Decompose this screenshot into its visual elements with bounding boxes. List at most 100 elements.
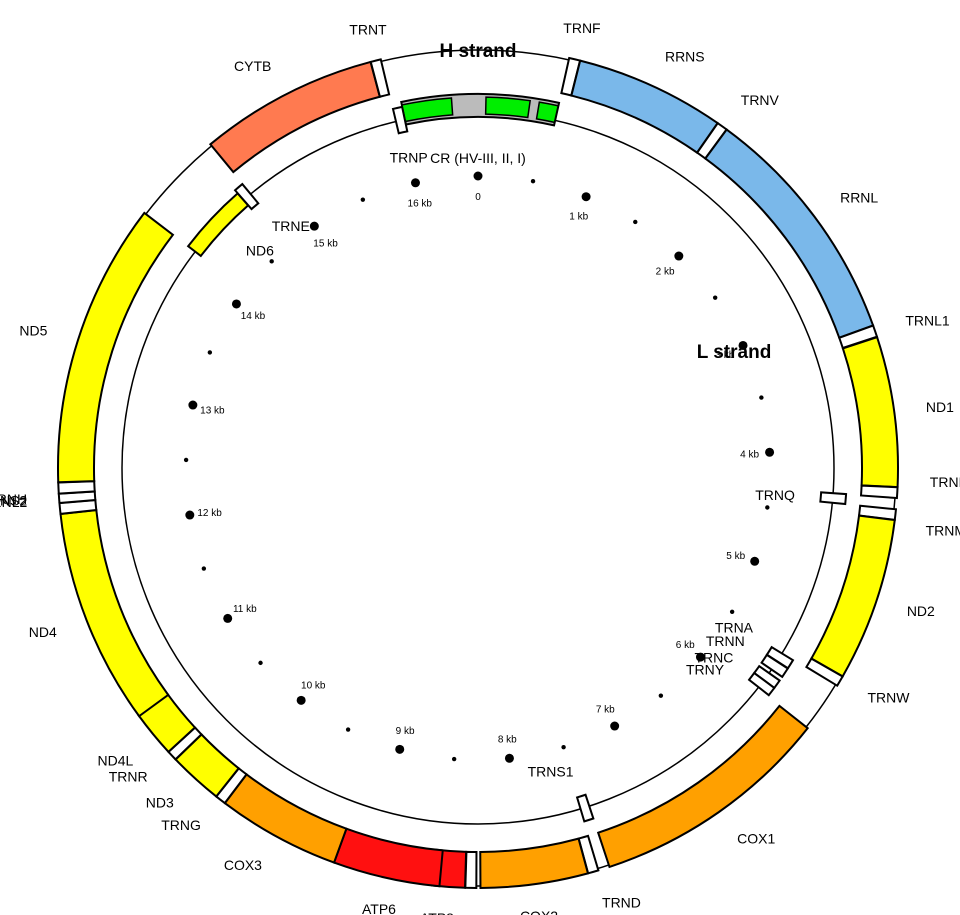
kb-tick-major	[410, 178, 420, 188]
gene-label-trnl1: TRNL1	[905, 313, 950, 329]
gene-label-cox2: COX2	[520, 908, 558, 915]
kb-label: 8 kb	[498, 734, 517, 745]
gene-label-trnr: TRNR	[109, 768, 148, 784]
gene-label-trng: TRNG	[161, 817, 201, 833]
kb-label: 6 kb	[676, 640, 695, 651]
kb-tick-major	[674, 251, 684, 261]
gene-segment-nd4	[59, 509, 170, 718]
gene-label-trnc: TRNC	[694, 650, 733, 666]
gene-segment-cox2	[479, 837, 590, 889]
kb-label: 10 kb	[301, 680, 326, 691]
gene-segment-rrns	[570, 59, 720, 155]
gene-label-trnv: TRNV	[741, 92, 780, 108]
gene-segment-trnn	[760, 653, 790, 679]
kb-tick-major	[223, 613, 233, 623]
gene-label-cox3: COX3	[224, 857, 262, 873]
l-strand-label: L strand	[697, 342, 772, 363]
h-strand-label: H strand	[439, 41, 516, 62]
gene-segment-trny	[747, 671, 776, 697]
gene-labels: TRNFRRNSTRNVRRNLTRNL1ND1TRNITRNQTRNMND2T…	[0, 20, 960, 915]
gene-label-nd2: ND2	[907, 603, 935, 619]
gene-segment-trnt	[369, 58, 391, 98]
gene-label-nd5: ND5	[19, 322, 47, 338]
kb-label: 1 kb	[569, 211, 588, 222]
gene-label-trne: TRNE	[272, 218, 310, 234]
gene-label-trnq: TRNQ	[755, 487, 795, 503]
gene-label-trnd: TRND	[602, 895, 641, 911]
gene-segment-nd1	[841, 335, 899, 489]
gene-segment-trns1	[575, 793, 595, 823]
gene-segment-rrnl	[703, 128, 875, 339]
hypervariable-block	[400, 97, 454, 123]
hypervariable-block	[535, 101, 560, 124]
kb-tick-minor	[658, 693, 664, 698]
gene-label-nd3: ND3	[146, 794, 174, 810]
kb-tick-minor	[765, 505, 770, 510]
kb-tick-major	[581, 192, 591, 202]
kb-tick-minor	[201, 566, 207, 571]
kb-label: 0	[475, 192, 481, 203]
gene-label-nd1: ND1	[926, 399, 954, 415]
kb-tick-minor	[530, 179, 536, 184]
kb-tick-minor	[633, 219, 638, 225]
kb-tick-major	[695, 652, 705, 662]
control-region	[400, 93, 561, 127]
kb-label: 15 kb	[313, 239, 338, 250]
gene-segment-cox3	[223, 773, 348, 864]
kb-tick-minor	[759, 395, 764, 400]
gene-label-rrnl: RRNL	[840, 189, 878, 205]
kb-label: 4 kb	[740, 449, 759, 460]
kb-label: 11 kb	[233, 604, 257, 615]
gene-label-trns1: TRNS1	[528, 763, 574, 779]
gene-label-trnl2: TRNL2	[0, 494, 27, 510]
kb-tick-major	[765, 447, 775, 457]
kb-tick-major	[504, 753, 514, 763]
kb-tick-minor	[360, 197, 366, 202]
gene-segment-atp6	[332, 827, 444, 888]
kb-tick-minor	[269, 259, 274, 264]
gene-segment-nd6	[186, 191, 250, 258]
kb-tick-minor	[712, 295, 718, 300]
kb-tick-major	[395, 744, 405, 754]
kb-tick-minor	[258, 660, 263, 666]
gene-label-trnk: TRNK	[462, 912, 501, 915]
kb-tick-minor	[345, 727, 351, 732]
gene-segment-trnp	[391, 105, 409, 135]
kb-tick-minor	[729, 609, 735, 614]
gene-label-nd4: ND4	[29, 624, 57, 640]
kb-label: 7 kb	[596, 704, 615, 715]
kb-label: 3 kb	[715, 350, 734, 361]
gene-segment-trne	[233, 182, 260, 211]
kb-tick-major	[185, 510, 195, 520]
gene-label-trnp: TRNP	[390, 150, 428, 166]
hypervariable-block	[484, 96, 532, 119]
gene-label-trna: TRNA	[715, 620, 754, 636]
kb-label: 5 kb	[726, 551, 745, 562]
gene-segment-cox1	[596, 704, 810, 869]
gene-label-trnh: TRNH	[0, 491, 27, 507]
kb-label: 13 kb	[200, 405, 225, 416]
kb-tick-major	[738, 340, 748, 350]
kb-label: 2 kb	[656, 267, 675, 278]
kb-tick-minor	[183, 457, 189, 463]
kb-scale: 01 kb2 kb3 kb4 kb5 kb6 kb7 kb8 kb9 kb10 …	[183, 171, 775, 763]
gene-label-trns2: TRNS2	[0, 493, 27, 509]
kb-tick-major	[473, 171, 483, 181]
kb-tick-major	[610, 721, 620, 731]
gene-label-trnw: TRNW	[868, 689, 911, 705]
kb-label: 12 kb	[197, 508, 222, 519]
gene-segment-nd2	[810, 514, 896, 678]
kb-tick-minor	[561, 744, 566, 750]
gene-label-trnm: TRNM	[926, 523, 960, 539]
gene-label-nd6: ND6	[246, 243, 274, 259]
gene-label-cox1: COX1	[737, 830, 775, 846]
kb-tick-major	[188, 400, 198, 410]
gene-segment-nd5	[57, 211, 175, 484]
gene-label-atp6: ATP6	[362, 901, 396, 915]
gene-label-trnt: TRNT	[349, 22, 387, 38]
kb-tick-major	[231, 299, 241, 309]
gene-segment-trni	[859, 484, 899, 500]
gene-label-rrns: RRNS	[665, 48, 705, 64]
gene-segment-trnk	[464, 850, 478, 890]
